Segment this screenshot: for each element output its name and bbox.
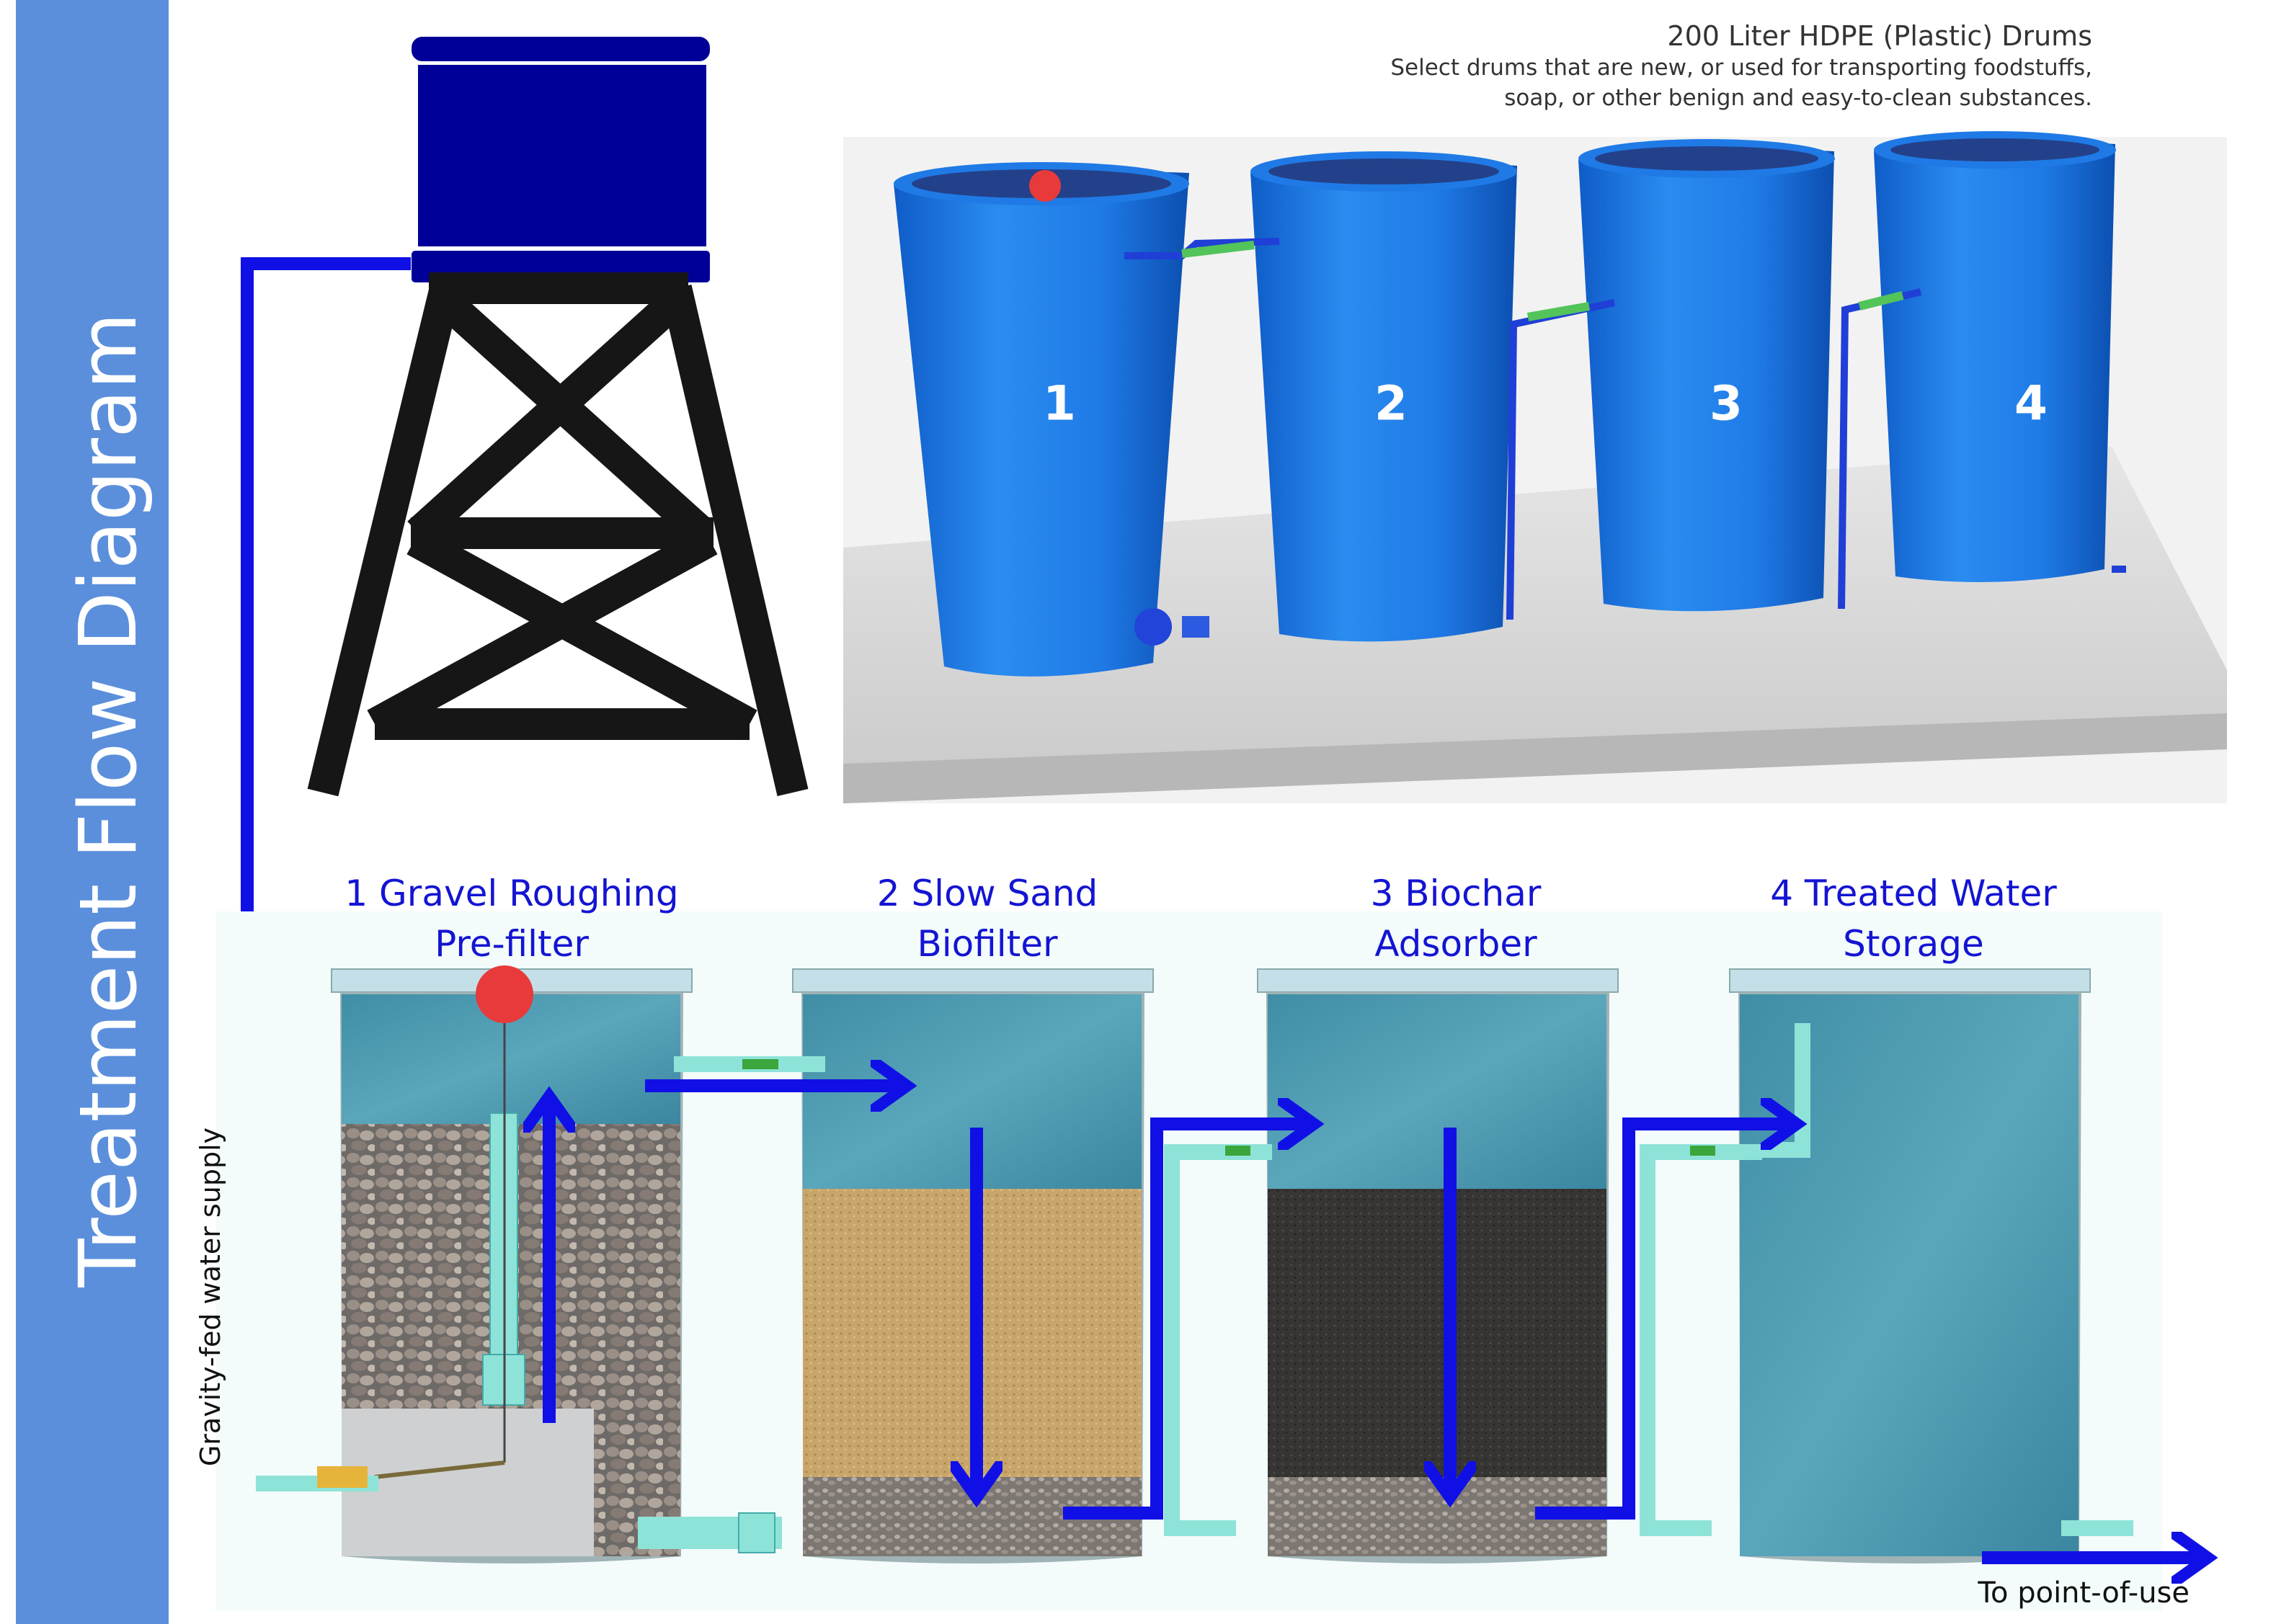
sidebar-panel: Treatment Flow Diagram [16, 0, 169, 1624]
drum-1 [894, 162, 1189, 677]
drums-note-line2: soap, or other benign and easy-to-clean … [1504, 85, 2092, 111]
stage-label-3: 3 Biochar Adsorber [1268, 868, 1643, 969]
tank-lid [407, 32, 714, 66]
section-gravel-prefilter [256, 965, 782, 1563]
stage-4-line1: 4 Treated Water [1770, 873, 2057, 914]
drum-3 [1578, 139, 1835, 612]
section-biochar [1164, 968, 1619, 1563]
drum-platform [843, 447, 2227, 803]
water-tower [307, 32, 809, 797]
drums-note-line1: Select drums that are new, or used for t… [1390, 55, 2092, 81]
cross-section-panel [216, 911, 2162, 1610]
flow-arrows [549, 1086, 2205, 1558]
drum-number-4: 4 [2014, 375, 2048, 432]
drums-render [843, 131, 2227, 803]
float-valve [476, 965, 533, 1023]
point-of-use-label: To point-of-use [1978, 1576, 2190, 1610]
stage-3-line1: 3 Biochar [1370, 873, 1542, 914]
stage-2-line1: 2 Slow Sand [876, 873, 1098, 914]
stage-label-2: 2 Slow Sand Biofilter [800, 868, 1175, 969]
stage-2-line2: Biofilter [917, 923, 1058, 965]
drum-1-valve [1134, 608, 1172, 646]
drum-number-1: 1 [1043, 375, 1076, 432]
stage-label-4: 4 Treated Water Storage [1726, 868, 2101, 969]
tank-body [418, 65, 706, 252]
flow-arrow-to-drum4 [1535, 1124, 1795, 1520]
flow-arrow-to-drum3 [1063, 1124, 1312, 1520]
drum-4 [1874, 131, 2116, 582]
drum-number-2: 2 [1374, 375, 1408, 432]
section-storage [1640, 968, 2133, 1563]
drums-note-title: 200 Liter HDPE (Plastic) Drums [1667, 20, 2092, 52]
tower-legs [307, 272, 809, 797]
stage-label-1: 1 Gravel Roughing Pre-filter [324, 868, 699, 969]
stage-1-line2: Pre-filter [435, 923, 589, 965]
stage-4-line2: Storage [1843, 923, 1984, 965]
stage-1-line1: 1 Gravel Roughing [344, 873, 679, 914]
drum-2 [1250, 151, 1517, 642]
supply-label: Gravity-fed water supply [195, 1127, 226, 1467]
drum-number-3: 3 [1710, 375, 1743, 432]
stage-3-line2: Adsorber [1374, 923, 1537, 965]
